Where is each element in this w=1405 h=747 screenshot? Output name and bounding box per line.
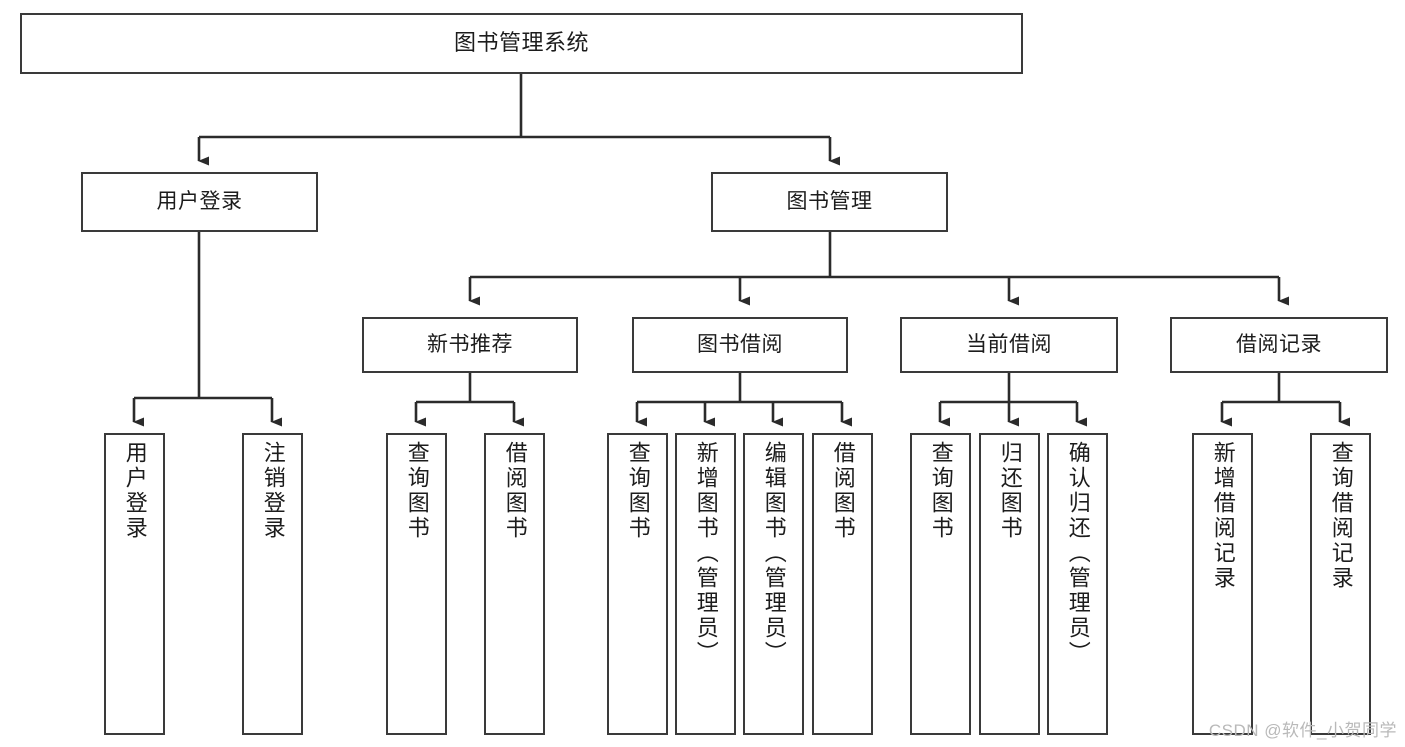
node-label: 确认归还（管理员） — [1065, 441, 1091, 666]
leaf-borrow-book[interactable]: 借阅图书 — [812, 433, 873, 735]
node-label: 新增借阅记录 — [1210, 441, 1236, 591]
node-label: 借阅记录 — [1236, 333, 1322, 357]
node-label: 用户登录 — [156, 190, 243, 214]
node-label: 当前借阅 — [966, 333, 1052, 357]
leaf-query-book-current[interactable]: 查询图书 — [910, 433, 971, 735]
node-label: 编辑图书（管理员） — [761, 441, 787, 666]
node-label: 新增图书（管理员） — [693, 441, 719, 666]
leaf-add-borrow-record[interactable]: 新增借阅记录 — [1192, 433, 1253, 735]
node-label: 图书管理 — [786, 190, 873, 214]
leaf-query-book-borrow[interactable]: 查询图书 — [607, 433, 668, 735]
node-label: 归还图书 — [997, 441, 1023, 541]
node-label: 用户登录 — [122, 441, 148, 541]
leaf-confirm-return[interactable]: 确认归还（管理员） — [1047, 433, 1108, 735]
leaf-query-book-recommend[interactable]: 查询图书 — [386, 433, 447, 735]
node-book-borrow[interactable]: 图书借阅 — [632, 317, 848, 373]
leaf-add-book[interactable]: 新增图书（管理员） — [675, 433, 736, 735]
leaf-query-borrow-record[interactable]: 查询借阅记录 — [1310, 433, 1371, 735]
node-current-borrow[interactable]: 当前借阅 — [900, 317, 1118, 373]
leaf-return-book[interactable]: 归还图书 — [979, 433, 1040, 735]
node-label: 查询借阅记录 — [1328, 441, 1354, 591]
leaf-logout-login[interactable]: 注销登录 — [242, 433, 303, 735]
leaf-edit-book[interactable]: 编辑图书（管理员） — [743, 433, 804, 735]
leaf-user-login[interactable]: 用户登录 — [104, 433, 165, 735]
node-label: 查询图书 — [625, 441, 651, 541]
node-root-system[interactable]: 图书管理系统 — [20, 13, 1023, 74]
node-label: 注销登录 — [260, 441, 286, 541]
node-label: 借阅图书 — [502, 441, 528, 541]
node-label: 查询图书 — [404, 441, 430, 541]
node-label: 借阅图书 — [830, 441, 856, 541]
node-label: 新书推荐 — [427, 333, 513, 357]
node-user-login[interactable]: 用户登录 — [81, 172, 318, 232]
node-borrow-record[interactable]: 借阅记录 — [1170, 317, 1388, 373]
node-new-book-recommend[interactable]: 新书推荐 — [362, 317, 578, 373]
node-label: 查询图书 — [928, 441, 954, 541]
leaf-borrow-book-recommend[interactable]: 借阅图书 — [484, 433, 545, 735]
node-label: 图书借阅 — [697, 333, 783, 357]
node-label: 图书管理系统 — [453, 30, 589, 56]
node-book-manage[interactable]: 图书管理 — [711, 172, 948, 232]
